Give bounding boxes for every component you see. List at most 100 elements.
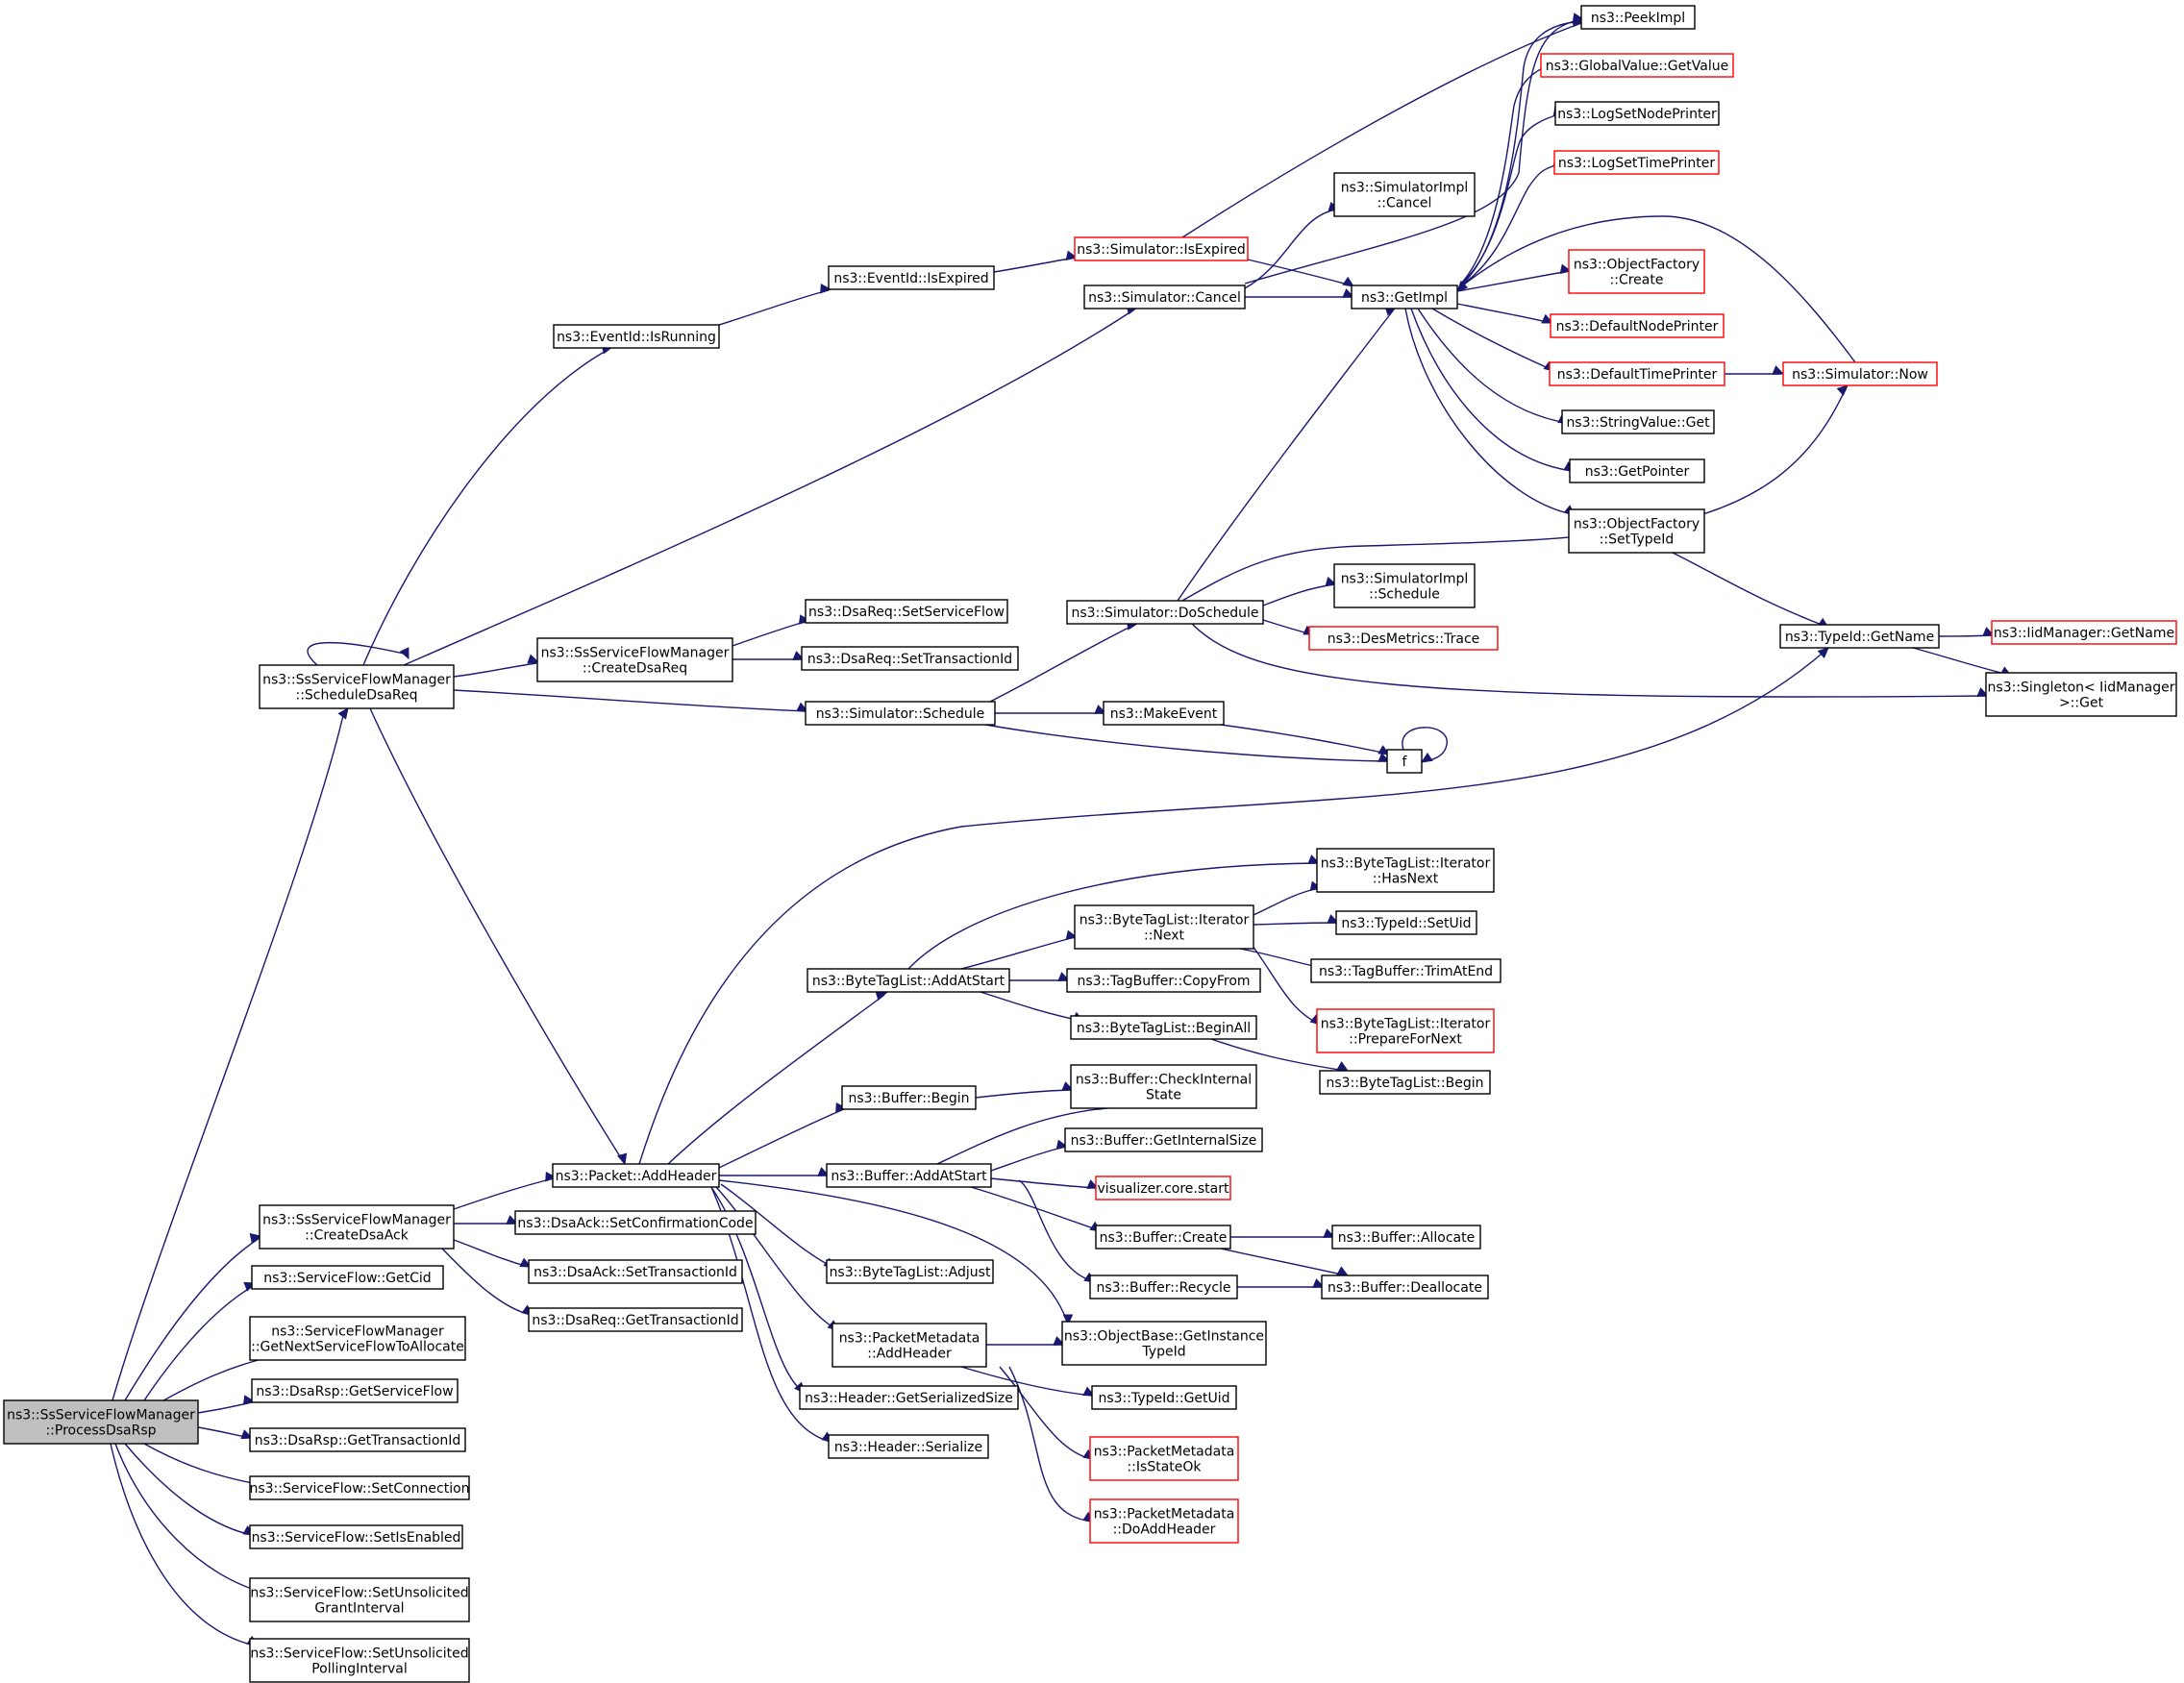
node-hdrGetSize[interactable]: ns3::Header::GetSerializedSize	[799, 1385, 1019, 1410]
node-gvGetValue[interactable]: ns3::GlobalValue::GetValue	[1540, 53, 1734, 78]
node-pmAddHeader[interactable]: ns3::PacketMetadata::AddHeader	[831, 1323, 987, 1368]
node-getPointer[interactable]: ns3::GetPointer	[1569, 458, 1705, 483]
node-defTimePrinter[interactable]: ns3::DefaultTimePrinter	[1549, 361, 1725, 386]
node-sfSetConn[interactable]: ns3::ServiceFlow::SetConnection	[249, 1475, 470, 1500]
node-bufGetInternalSize[interactable]: ns3::Buffer::GetInternalSize	[1064, 1127, 1263, 1152]
node-tidGetUid[interactable]: ns3::TypeId::GetUid	[1091, 1385, 1237, 1410]
node-scheduleDsaReq[interactable]: ns3::SsServiceFlowManager::ScheduleDsaRe…	[259, 664, 455, 709]
node-box	[1333, 563, 1476, 608]
node-label: ns3::SimulatorImpl	[1341, 181, 1469, 196]
node-hdrSerialize[interactable]: ns3::Header::Serialize	[828, 1434, 989, 1459]
node-btlAdjust[interactable]: ns3::ByteTagList::Adjust	[826, 1259, 994, 1284]
node-makeEvent[interactable]: ns3::MakeEvent	[1103, 701, 1225, 726]
node-simImplCancel[interactable]: ns3::SimulatorImpl::Cancel	[1333, 172, 1476, 217]
node-iidGetName[interactable]: ns3::IidManager::GetName	[1991, 620, 2177, 645]
node-bufRecycle[interactable]: ns3::Buffer::Recycle	[1089, 1275, 1238, 1299]
node-peekImpl[interactable]: ns3::PeekImpl	[1580, 5, 1696, 30]
node-sfmGetNext[interactable]: ns3::ServiceFlowManager::GetNextServiceF…	[249, 1316, 466, 1361]
node-ofSetTypeId[interactable]: ns3::ObjectFactory::SetTypeId	[1568, 508, 1705, 554]
node-simImplSchedule[interactable]: ns3::SimulatorImpl::Schedule	[1333, 563, 1476, 608]
call-edge-getImpl-to-defNodePrinter	[1456, 303, 1554, 324]
call-edge-scheduleDsaReq-to-packetAddHeader	[369, 707, 628, 1166]
node-label: ns3::DsaReq::SetServiceFlow	[808, 605, 1005, 620]
call-edge-scheduleDsaReq-to-eventIsRunning	[362, 344, 614, 666]
node-btliNext[interactable]: ns3::ByteTagList::Iterator::Next	[1074, 904, 1254, 950]
node-singletonGet[interactable]: ns3::Singleton< IidManager >::Get	[1985, 672, 2177, 717]
node-createDsaAck[interactable]: ns3::SsServiceFlowManager::CreateDsaAck	[259, 1204, 455, 1250]
call-edge-btliNext-to-btliHasNext	[1253, 880, 1323, 916]
node-btlAddAtStart[interactable]: ns3::ByteTagList::AddAtStart	[807, 968, 1010, 993]
node-ofCreate[interactable]: ns3::ObjectFactory::Create	[1568, 249, 1705, 294]
node-box	[1985, 672, 2177, 717]
node-tbCopyFrom[interactable]: ns3::TagBuffer::CopyFrom	[1066, 968, 1261, 993]
node-createDsaReq[interactable]: ns3::SsServiceFlowManager::CreateDsaReq	[536, 637, 733, 682]
edge-arrowhead	[792, 651, 806, 660]
edge-line	[441, 1248, 532, 1316]
node-logSetNode[interactable]: ns3::LogSetNodePrinter	[1554, 101, 1720, 126]
node-box	[1554, 101, 1720, 126]
call-edge-createDsaAck-to-dsaReqGetTid	[441, 1248, 534, 1316]
node-dsaAckSetTid[interactable]: ns3::DsaAck::SetTransactionId	[528, 1259, 743, 1284]
node-btliPrepare[interactable]: ns3::ByteTagList::Iterator::PrepareForNe…	[1316, 1008, 1495, 1053]
node-box	[1066, 968, 1261, 993]
node-sfGetCid[interactable]: ns3::ServiceFlow::GetCid	[251, 1265, 444, 1290]
node-bufBegin[interactable]: ns3::Buffer::Begin	[841, 1085, 977, 1110]
call-edge-tidGetName-to-singletonGet	[1912, 647, 2013, 677]
node-simDoSchedule[interactable]: ns3::Simulator::DoSchedule	[1066, 600, 1264, 625]
node-label: ns3::StringValue::Get	[1566, 415, 1710, 431]
node-logSetTime[interactable]: ns3::LogSetTimePrinter	[1553, 150, 1720, 175]
node-box	[1351, 285, 1458, 309]
node-getImpl[interactable]: ns3::GetImpl	[1351, 285, 1458, 309]
node-box	[1089, 1436, 1239, 1481]
edge-line	[1456, 303, 1551, 324]
node-sfSetUPI[interactable]: ns3::ServiceFlow::SetUnsolicitedPollingI…	[249, 1638, 470, 1683]
edge-line	[1018, 1179, 1094, 1282]
node-simIsExpired[interactable]: ns3::Simulator::IsExpired	[1074, 236, 1249, 261]
node-eventIsExpired[interactable]: ns3::EventId::IsExpired	[828, 265, 995, 290]
node-simNow[interactable]: ns3::Simulator::Now	[1782, 361, 1938, 386]
node-box	[553, 324, 720, 349]
node-label: ns3::SsServiceFlowManager	[262, 673, 451, 688]
node-f[interactable]: f	[1386, 749, 1423, 774]
edge-line	[715, 1186, 837, 1330]
node-tidSetUid[interactable]: ns3::TypeId::SetUid	[1335, 910, 1477, 935]
node-bufDeallocate[interactable]: ns3::Buffer::Deallocate	[1321, 1275, 1489, 1299]
node-dsaRspGetSF[interactable]: ns3::DsaRsp::GetServiceFlow	[251, 1378, 459, 1403]
node-tidGetName[interactable]: ns3::TypeId::GetName	[1779, 624, 1940, 649]
node-tbTrimAtEnd[interactable]: ns3::TagBuffer::TrimAtEnd	[1310, 958, 1502, 983]
node-label: ns3::GlobalValue::GetValue	[1546, 59, 1728, 74]
node-bufCreate[interactable]: ns3::Buffer::Create	[1095, 1225, 1231, 1250]
node-sfSetUGI[interactable]: ns3::ServiceFlow::SetUnsolicitedGrantInt…	[249, 1577, 470, 1622]
node-btliHasNext[interactable]: ns3::ByteTagList::Iterator::HasNext	[1316, 848, 1495, 893]
node-desTrace[interactable]: ns3::DesMetrics::Trace	[1308, 626, 1499, 651]
node-dsaReqSetSF[interactable]: ns3::DsaReq::SetServiceFlow	[805, 599, 1008, 624]
edge-arrowhead	[817, 1167, 831, 1176]
node-vizStart[interactable]: visualizer.core.start	[1095, 1176, 1231, 1200]
edge-line	[124, 1443, 253, 1536]
node-eventIsRunning[interactable]: ns3::EventId::IsRunning	[553, 324, 720, 349]
edge-line	[718, 1108, 845, 1169]
node-layer: ns3::SsServiceFlowManager::ProcessDsaRsp…	[3, 5, 2177, 1683]
edge-arrowhead	[796, 702, 809, 712]
node-label: ns3::PacketMetadata	[1094, 1445, 1235, 1460]
node-simCancel[interactable]: ns3::Simulator::Cancel	[1083, 285, 1246, 309]
node-dsaReqSetTid[interactable]: ns3::DsaReq::SetTransactionId	[801, 646, 1019, 671]
node-dsaReqGetTid[interactable]: ns3::DsaReq::GetTransactionId	[528, 1307, 743, 1332]
node-btlBegin[interactable]: ns3::ByteTagList::Begin	[1319, 1070, 1491, 1095]
node-strValGet[interactable]: ns3::StringValue::Get	[1561, 409, 1715, 434]
node-pmIsStateOk[interactable]: ns3::PacketMetadata::IsStateOk	[1089, 1436, 1239, 1481]
node-sfSetIsEnabled[interactable]: ns3::ServiceFlow::SetIsEnabled	[249, 1524, 463, 1549]
edge-line	[718, 1179, 1068, 1323]
node-bufAllocate[interactable]: ns3::Buffer::Allocate	[1331, 1225, 1481, 1250]
node-pmDoAddHeader[interactable]: ns3::PacketMetadata::DoAddHeader	[1089, 1498, 1239, 1544]
edge-line	[362, 348, 610, 666]
node-packetAddHeader[interactable]: ns3::Packet::AddHeader	[552, 1163, 720, 1188]
node-defNodePrinter[interactable]: ns3::DefaultNodePrinter	[1550, 313, 1725, 338]
node-bufAddAtStart[interactable]: ns3::Buffer::AddAtStart	[826, 1163, 992, 1188]
node-simSchedule[interactable]: ns3::Simulator::Schedule	[805, 701, 996, 726]
node-dsaRspGetTid[interactable]: ns3::DsaRsp::GetTransactionId	[249, 1427, 466, 1452]
node-dsaAckSetConf[interactable]: ns3::DsaAck::SetConfirmationCode	[514, 1210, 757, 1235]
node-btlBeginAll[interactable]: ns3::ByteTagList::BeginAll	[1070, 1015, 1257, 1040]
